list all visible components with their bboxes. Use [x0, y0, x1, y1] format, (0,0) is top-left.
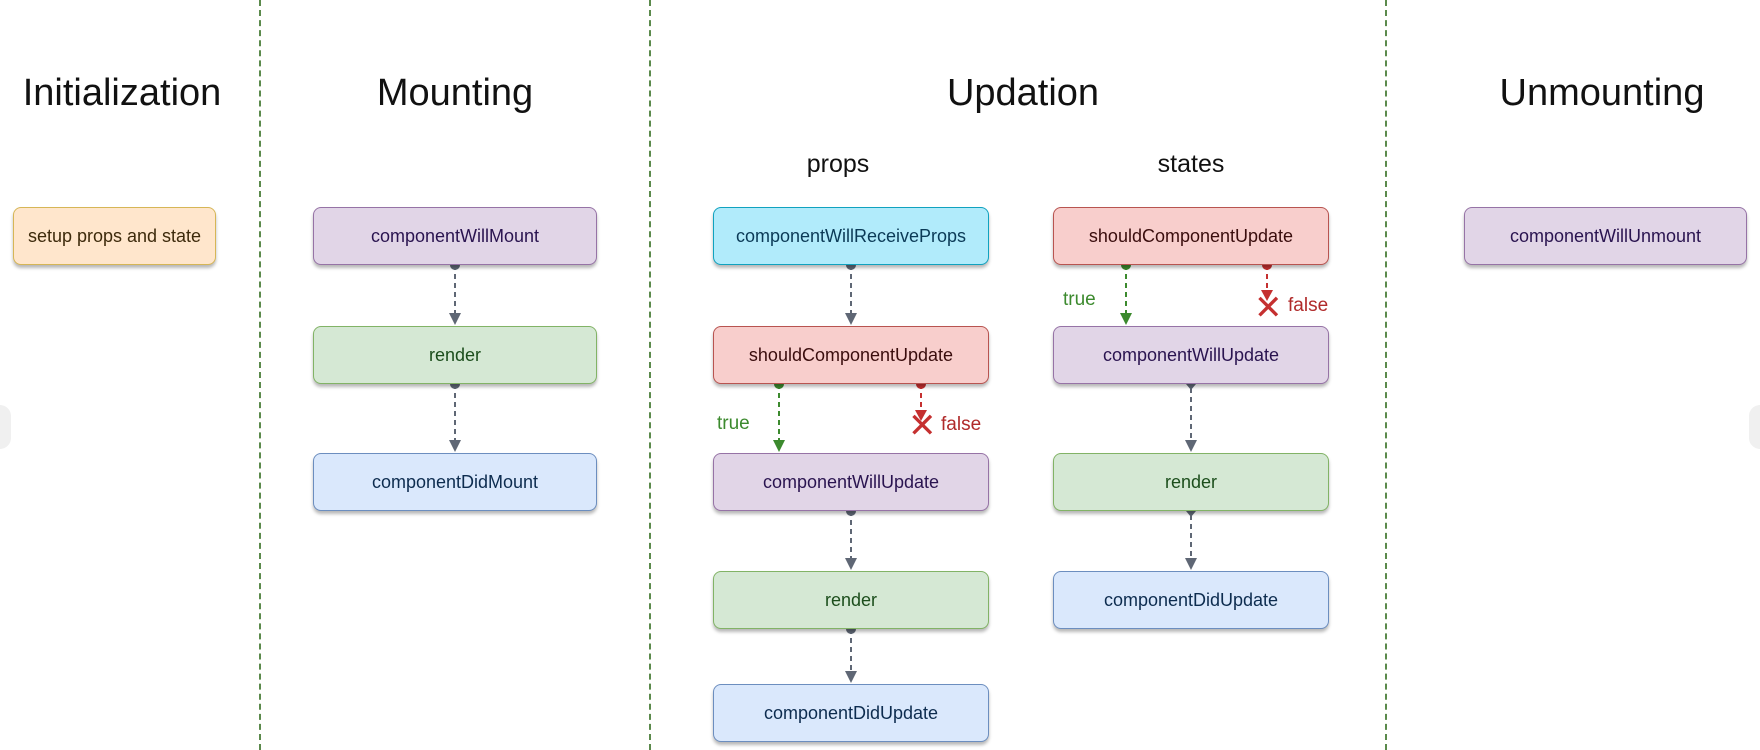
node-component-will-mount: componentWillMount	[313, 207, 597, 265]
subtitle-states: states	[1157, 150, 1225, 178]
node-states-component-will-update: componentWillUpdate	[1053, 326, 1329, 384]
label-props-false: false	[941, 414, 982, 435]
props-false-x-icon: ✕	[908, 407, 937, 445]
node-props-component-did-update: componentDidUpdate	[713, 684, 989, 742]
label-states-true: true	[1063, 289, 1096, 310]
arrow-props-render-didupdate	[845, 624, 857, 683]
arrow-render-didmount	[449, 379, 461, 452]
states-false-x-icon: ✕	[1254, 289, 1283, 327]
subtitle-props: props	[806, 150, 870, 178]
arrow-states-render-didupdate	[1185, 511, 1197, 570]
title-initialization: Initialization	[22, 72, 222, 114]
arrow-receiveprops-shouldupdate	[845, 260, 857, 325]
node-states-should-component-update: shouldComponentUpdate	[1053, 207, 1329, 265]
node-props-component-will-update: componentWillUpdate	[713, 453, 989, 511]
title-unmounting: Unmounting	[1499, 72, 1705, 114]
node-states-render: render	[1053, 453, 1329, 511]
node-states-component-did-update: componentDidUpdate	[1053, 571, 1329, 629]
scroll-right-handle[interactable]	[1749, 405, 1760, 449]
node-setup-props-and-state: setup props and state	[13, 207, 216, 265]
divider-3	[1385, 0, 1387, 750]
arrow-states-true	[1120, 260, 1132, 325]
divider-1	[259, 0, 261, 750]
node-props-render: render	[713, 571, 989, 629]
arrow-willmount-render	[449, 260, 461, 325]
arrow-props-willupdate-render	[845, 506, 857, 570]
node-mount-render: render	[313, 326, 597, 384]
arrow-props-true	[773, 379, 785, 452]
title-mounting: Mounting	[376, 72, 534, 114]
scroll-left-handle[interactable]	[0, 405, 11, 449]
divider-2	[649, 0, 651, 750]
arrow-states-willupdate-render	[1185, 384, 1197, 452]
node-component-will-receive-props: componentWillReceiveProps	[713, 207, 989, 265]
node-component-will-unmount: componentWillUnmount	[1464, 207, 1747, 265]
node-props-should-component-update: shouldComponentUpdate	[713, 326, 989, 384]
label-states-false: false	[1288, 295, 1329, 316]
label-props-true: true	[717, 413, 750, 434]
title-updation: Updation	[946, 72, 1100, 114]
node-component-did-mount: componentDidMount	[313, 453, 597, 511]
